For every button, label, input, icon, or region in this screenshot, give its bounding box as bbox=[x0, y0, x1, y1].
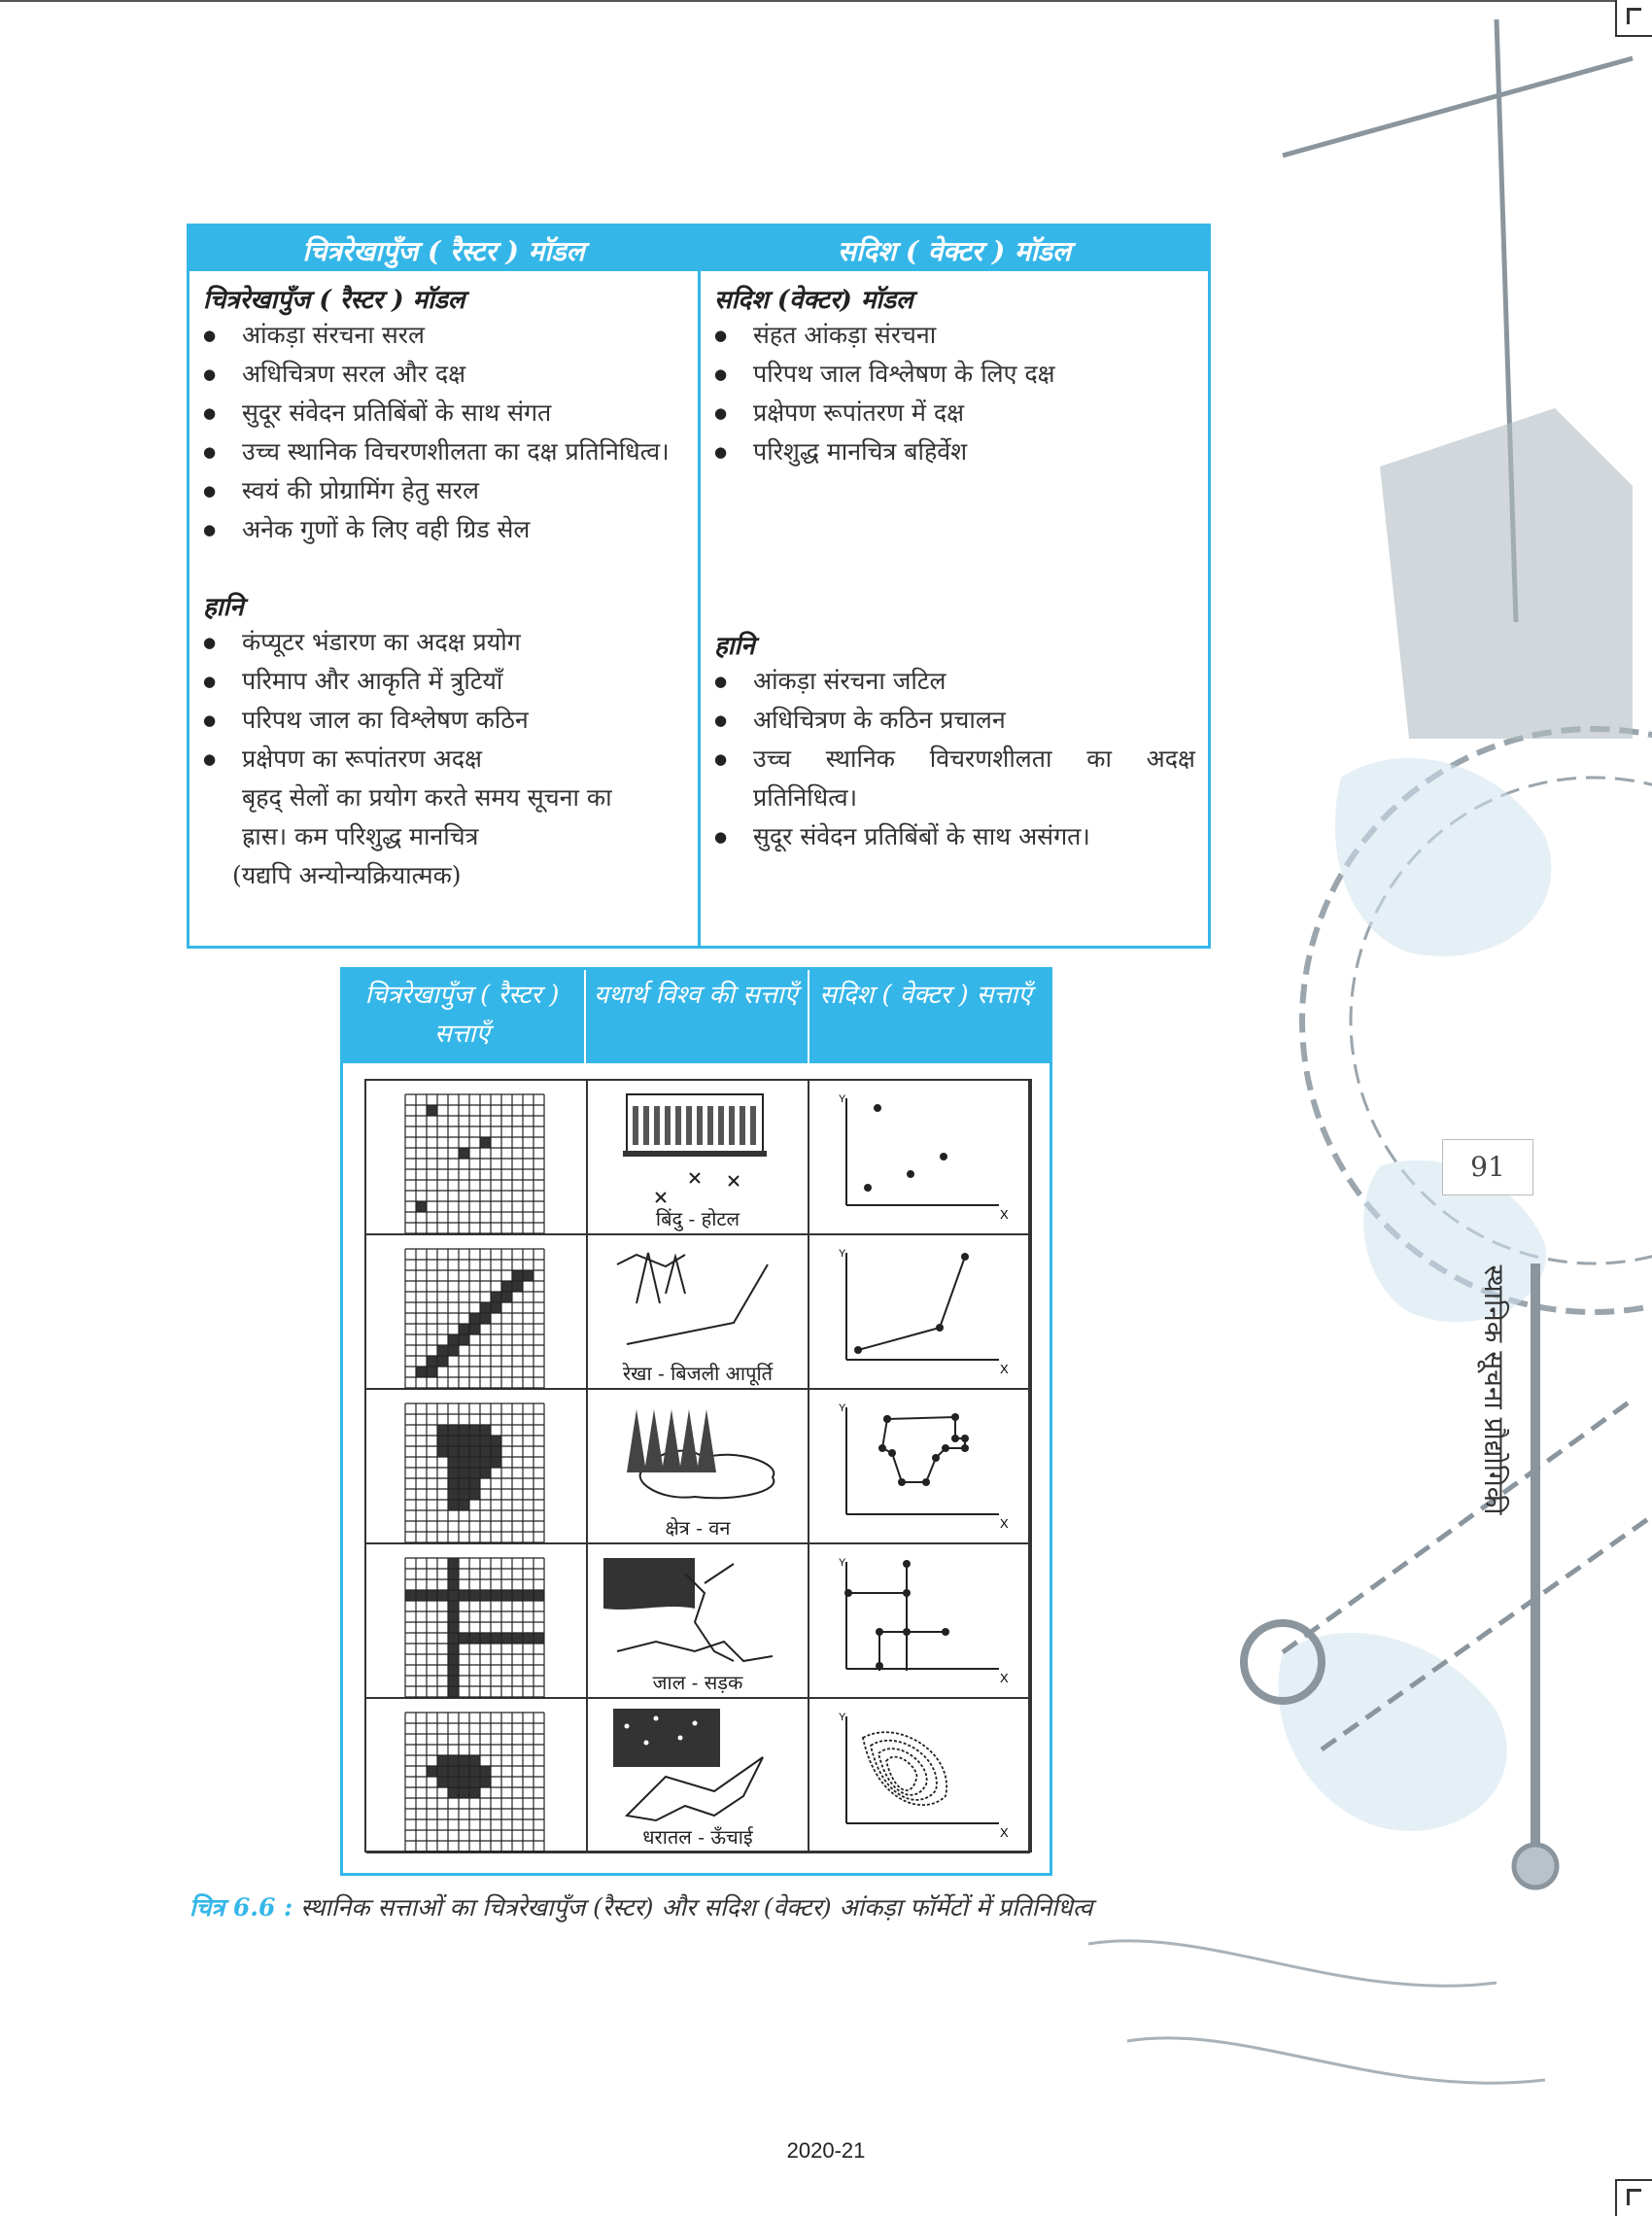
background-compass-illustration bbox=[1088, 18, 1652, 2085]
svg-text:X: X bbox=[1000, 1207, 1009, 1222]
svg-text:Y: Y bbox=[839, 1093, 846, 1105]
list-item: उच्च स्थानिक विचरणशीलता का दक्ष प्रतिनिध… bbox=[203, 433, 679, 471]
svg-text:Y: Y bbox=[839, 1712, 846, 1723]
list-item: कंप्यूटर भंडारण का अदक्ष प्रयोग bbox=[203, 623, 679, 662]
raster-entity-cell bbox=[366, 1390, 588, 1544]
real-world-illustration bbox=[627, 1409, 775, 1500]
figure-caption-text: स्थानिक सत्ताओं का चित्ररेखापुँज (रैस्टर… bbox=[300, 1893, 1093, 1922]
real-world-entity-cell: जाल - सड़क bbox=[588, 1544, 809, 1699]
header-raster-model: चित्ररेखापुँज ( रैस्टर ) मॉडल bbox=[302, 235, 585, 267]
raster-model-title: चित्ररेखापुँज ( रैस्टर ) मॉडल bbox=[203, 286, 465, 315]
real-world-entity-cell: धरातल - ऊँचाई bbox=[588, 1699, 809, 1853]
raster-vector-comparison-table: चित्ररेखापुँज ( रैस्टर ) मॉडल सदिश ( वेक… bbox=[187, 224, 1211, 949]
svg-text:X: X bbox=[1000, 1671, 1009, 1685]
raster-entity-cell bbox=[366, 1081, 588, 1235]
vector-plot-illustration: YX bbox=[839, 1712, 1009, 1840]
raster-advantages-list: आंकड़ा संरचना सरल अधिचित्रण सरल और दक्ष … bbox=[203, 316, 679, 549]
raster-entity-cell bbox=[366, 1699, 588, 1853]
real-world-illustration bbox=[616, 1252, 769, 1345]
vector-column: सदिश (वेक्टर) मॉडल संहत आंकड़ा संरचना पर… bbox=[714, 281, 1195, 856]
entity-label: क्षेत्र - वन bbox=[665, 1516, 731, 1540]
vector-plot-illustration: YX bbox=[839, 1557, 1009, 1685]
raster-disadvantages-list: कंप्यूटर भंडारण का अदक्ष प्रयोग परिमाप औ… bbox=[203, 623, 679, 856]
list-item: संहत आंकड़ा संरचना bbox=[714, 316, 1195, 355]
header-vector-entities: सदिश ( वेक्टर ) सत्ताएँ bbox=[819, 981, 1032, 1010]
list-item: परिपथ जाल का विश्लेषण कठिन bbox=[203, 701, 679, 740]
list-item: आंकड़ा संरचना सरल bbox=[203, 316, 679, 355]
top-rule bbox=[0, 0, 1652, 2]
raster-column: चित्ररेखापुँज ( रैस्टर ) मॉडल आंकड़ा संर… bbox=[203, 281, 679, 895]
real-world-entity-cell: रेखा - बिजली आपूर्ति bbox=[588, 1235, 809, 1390]
raster-grid-illustration bbox=[404, 1557, 545, 1698]
vector-plot-illustration: YX bbox=[839, 1248, 1009, 1376]
svg-text:Y: Y bbox=[839, 1248, 846, 1260]
real-world-illustration bbox=[623, 1093, 767, 1203]
list-item-continuation: बृहद् सेलों का प्रयोग करते समय सूचना का … bbox=[242, 783, 612, 850]
vector-plot-illustration: YX bbox=[839, 1093, 1009, 1222]
list-item: आंकड़ा संरचना जटिल bbox=[714, 662, 1195, 701]
spatial-entities-figure: चित्ररेखापुँज ( रैस्टर ) सत्ताएँ यथार्थ … bbox=[340, 967, 1052, 1876]
real-world-entity-cell: क्षेत्र - वन bbox=[588, 1390, 809, 1544]
list-item: परिमाप और आकृति में त्रुटियाँ bbox=[203, 662, 679, 701]
svg-text:Y: Y bbox=[839, 1402, 846, 1414]
vector-plot-illustration: YX bbox=[839, 1402, 1009, 1531]
svg-text:X: X bbox=[1000, 1516, 1009, 1531]
corner-mark-top bbox=[1615, 0, 1652, 37]
list-item: प्रक्षेपण रूपांतरण में दक्ष bbox=[714, 394, 1195, 433]
figure-caption: चित्र 6.6 : स्थानिक सत्ताओं का चित्ररेखा… bbox=[189, 1890, 1092, 1923]
running-head: स्थानिक सूचना प्रौद्योगिकी bbox=[1465, 1229, 1524, 1550]
svg-text:X: X bbox=[1000, 1362, 1009, 1376]
vector-disadvantages-list: आंकड़ा संरचना जटिल अधिचित्रण के कठिन प्र… bbox=[714, 662, 1195, 856]
header-vector-model: सदिश ( वेक्टर ) मॉडल bbox=[838, 235, 1071, 267]
entity-label: रेखा - बिजली आपूर्ति bbox=[622, 1362, 774, 1385]
header-raster-entities: चित्ररेखापुँज ( रैस्टर ) सत्ताएँ bbox=[364, 981, 560, 1049]
svg-text:X: X bbox=[1000, 1825, 1009, 1840]
vector-advantages-list: संहत आंकड़ा संरचना परिपथ जाल विश्लेषण के… bbox=[714, 316, 1195, 471]
figure-number: चित्र 6.6 : bbox=[189, 1893, 293, 1922]
list-item: परिशुद्ध मानचित्र बहिर्वेश bbox=[714, 433, 1195, 471]
entity-label: जाल - सड़क bbox=[652, 1671, 743, 1694]
raster-entity-cell bbox=[366, 1235, 588, 1390]
real-world-entity-cell: बिंदु - होटल bbox=[588, 1081, 809, 1235]
running-head-text: स्थानिक सूचना प्रौद्योगिकी bbox=[1478, 1264, 1510, 1515]
raster-grid-illustration bbox=[404, 1093, 545, 1234]
vector-model-title: सदिश (वेक्टर) मॉडल bbox=[714, 286, 913, 315]
list-item: उच्च स्थानिक विचरणशीलता का अदक्ष प्रतिनि… bbox=[714, 740, 1195, 817]
svg-text:Y: Y bbox=[839, 1557, 846, 1569]
raster-grid-illustration bbox=[404, 1712, 545, 1852]
raster-entity-cell bbox=[366, 1544, 588, 1699]
raster-note: (यद्यपि अन्योन्यक्रियात्मक) bbox=[232, 861, 462, 889]
list-item: अनेक गुणों के लिए वही ग्रिड सेल bbox=[203, 510, 679, 549]
real-world-illustration bbox=[613, 1709, 764, 1822]
header-real-world-entities: यथार्थ विश्व की सत्ताएँ bbox=[594, 981, 798, 1010]
list-item: सुदूर संवेदन प्रतिबिंबों के साथ असंगत। bbox=[714, 817, 1195, 856]
raster-grid-illustration bbox=[404, 1402, 545, 1543]
column-divider bbox=[698, 226, 701, 946]
entity-label: धरातल - ऊँचाई bbox=[642, 1825, 753, 1849]
corner-mark-bottom bbox=[1615, 2179, 1652, 2216]
list-item: स्वयं की प्रोग्रामिंग हेतु सरल bbox=[203, 471, 679, 510]
raster-grid-illustration bbox=[404, 1248, 545, 1389]
entity-label: बिंदु - होटल bbox=[655, 1207, 740, 1230]
list-item: सुदूर संवेदन प्रतिबिंबों के साथ संगत bbox=[203, 394, 679, 433]
list-item: अधिचित्रण सरल और दक्ष bbox=[203, 355, 679, 394]
page-number: 91 bbox=[1442, 1139, 1533, 1195]
vector-disadvantages-title: हानि bbox=[714, 632, 755, 661]
entities-header: चित्ररेखापुँज ( रैस्टर ) सत्ताएँ यथार्थ … bbox=[343, 970, 1050, 1063]
year-footer: 2020-21 bbox=[786, 2138, 866, 2163]
raster-disadvantages-title: हानि bbox=[203, 593, 244, 622]
list-item: प्रक्षेपण का रूपांतरण अदक्ष bbox=[203, 740, 679, 779]
real-world-illustration bbox=[603, 1558, 774, 1663]
list-item: परिपथ जाल विश्लेषण के लिए दक्ष bbox=[714, 355, 1195, 394]
list-item: अधिचित्रण के कठिन प्रचालन bbox=[714, 701, 1195, 740]
